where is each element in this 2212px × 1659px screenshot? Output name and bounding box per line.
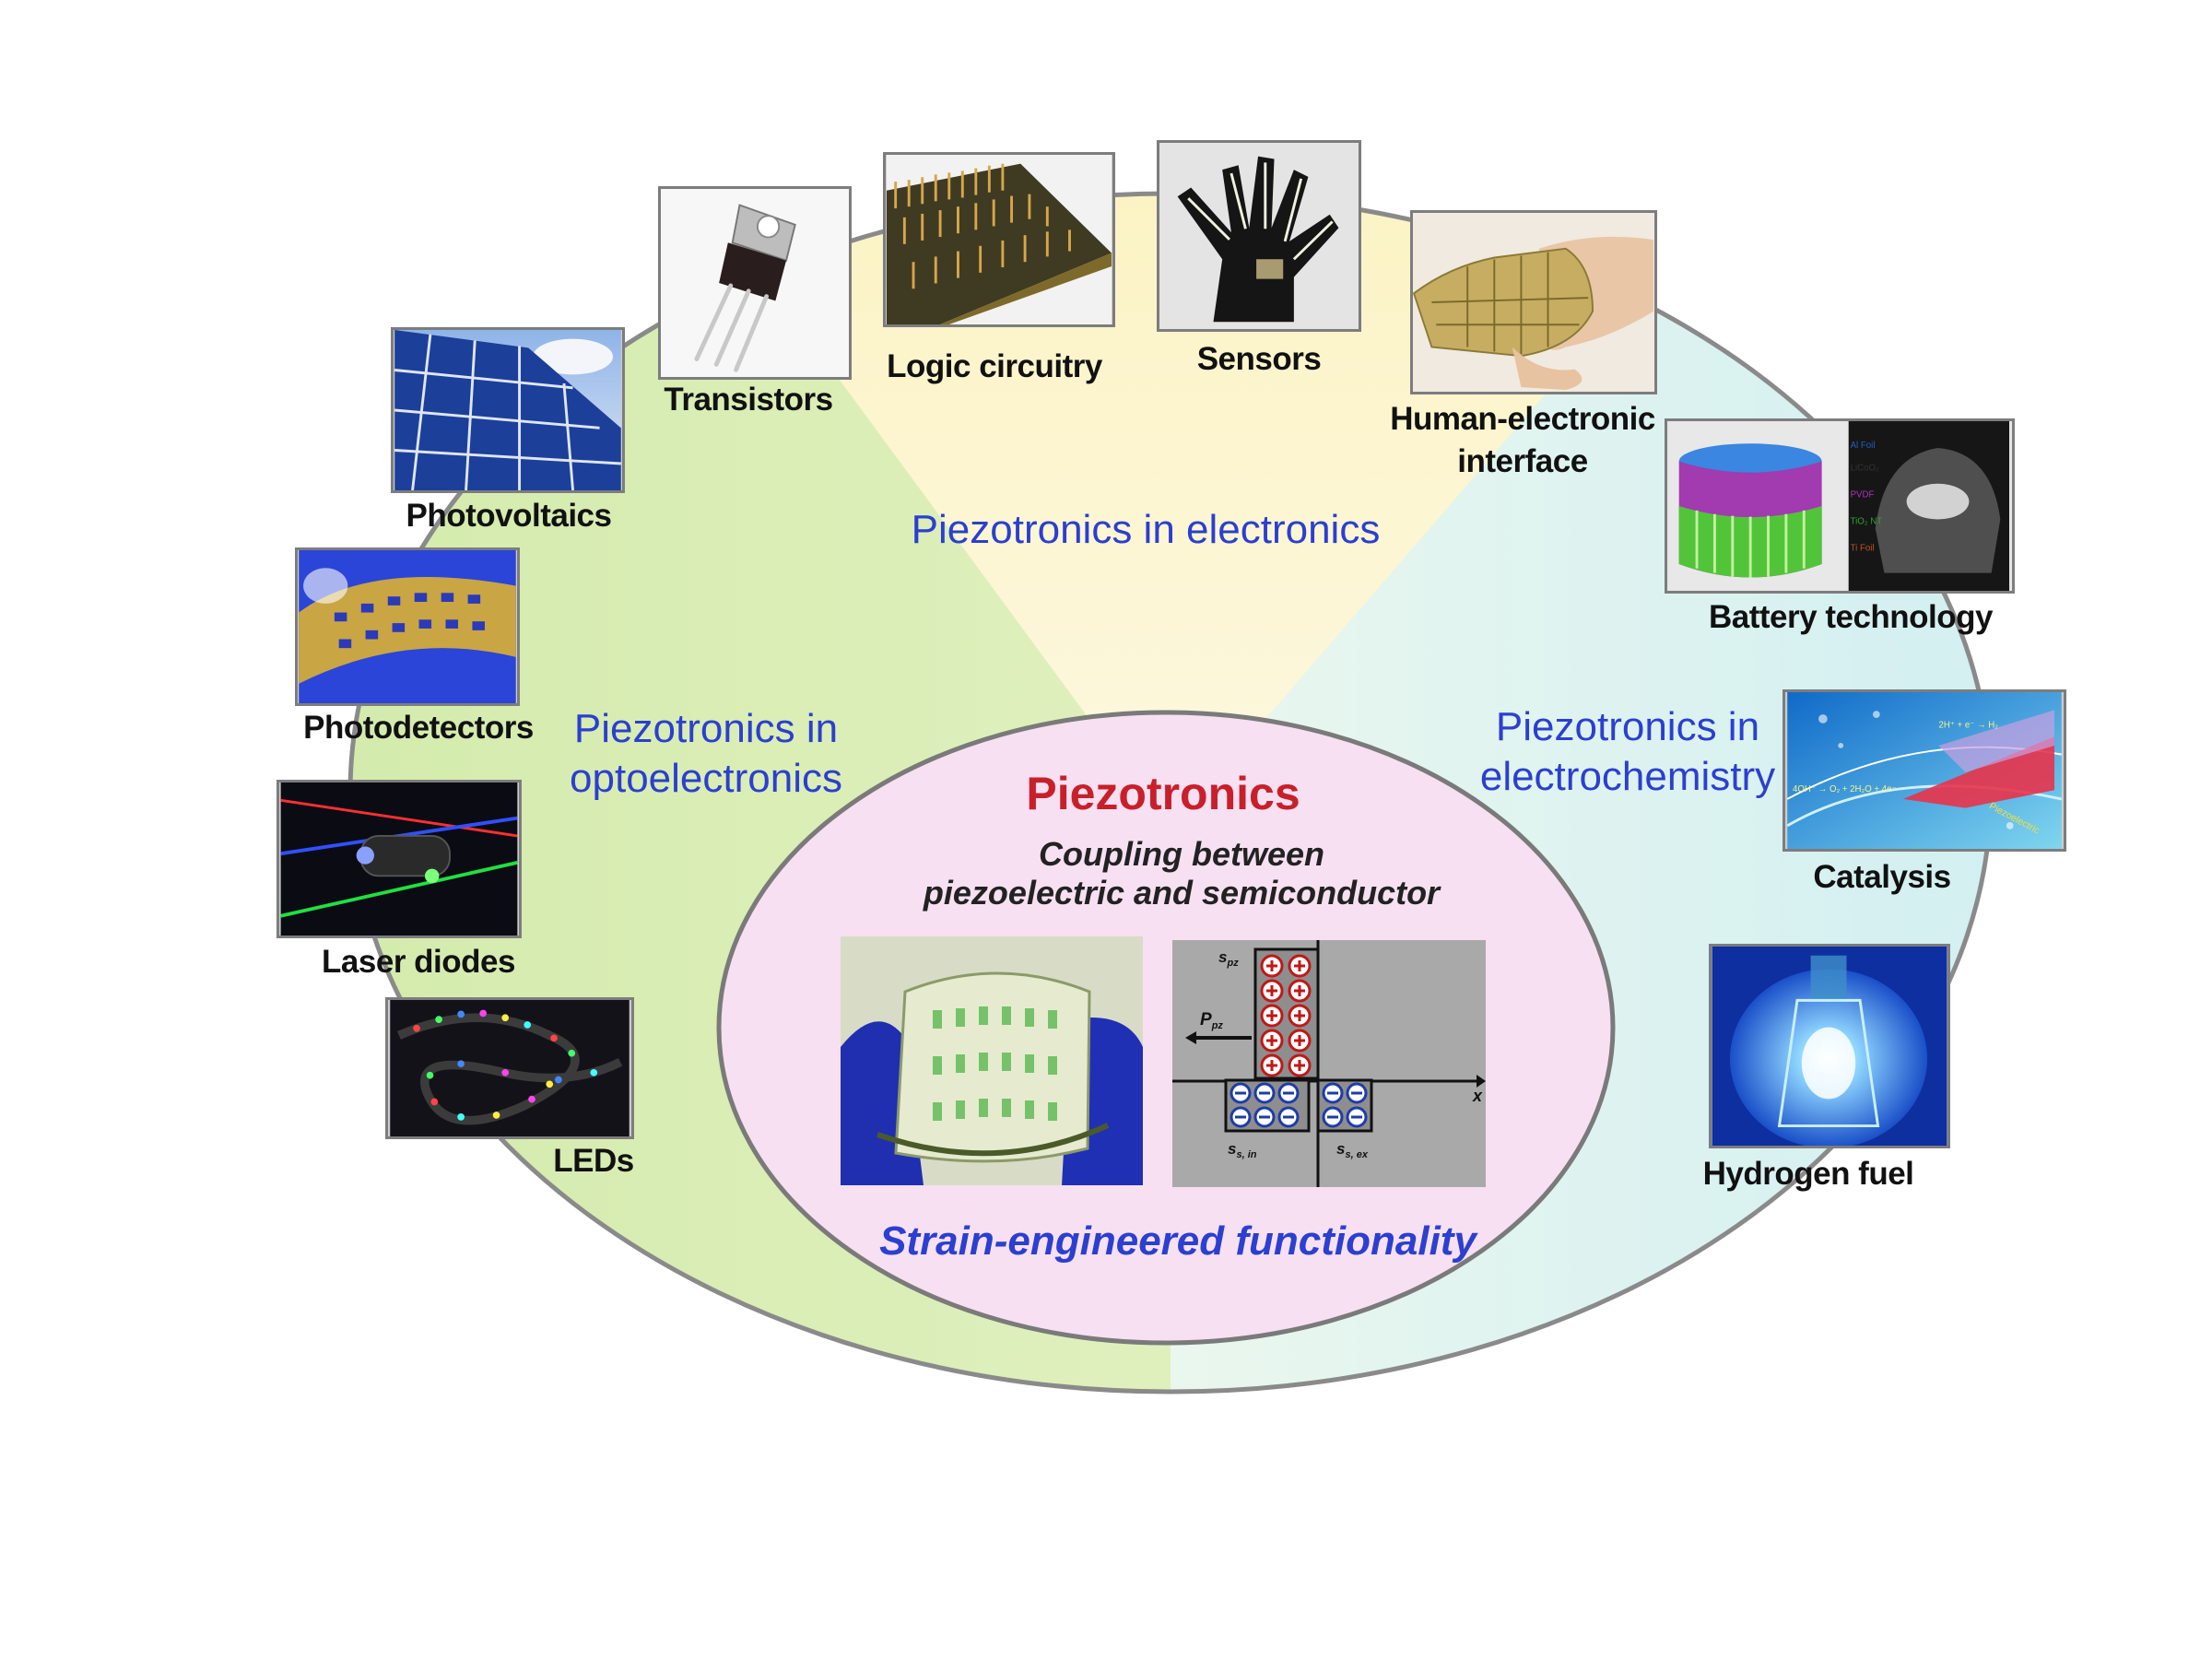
photodetectors-label: Photodetectors — [303, 710, 534, 746]
catalysis-image: 2H⁺ + e⁻ → H₂ 4OH⁻ → O₂ + 2H₂O + 4e⁻ Pie… — [1783, 689, 2066, 852]
svg-text:ss, in: ss, in — [1228, 1140, 1257, 1160]
svg-text:Ppz: Ppz — [1200, 1010, 1223, 1031]
core-subtitle: Coupling between piezoelectric and semic… — [924, 835, 1440, 912]
label-x-axis: x — [1472, 1087, 1483, 1105]
section-electronics-label: Piezotronics in electronics — [911, 507, 1381, 552]
battery-layer-3: TiO₂ NT — [1851, 516, 1883, 526]
hei-label-line1: Human-electronic — [1390, 401, 1655, 437]
section-optoelectronics-label: Piezotronics in optoelectronics — [570, 704, 842, 804]
label-s-ex-sub: s, ex — [1345, 1149, 1368, 1160]
catalysis-eq2: 4OH⁻ → O₂ + 2H₂O + 4e⁻ — [1793, 784, 1897, 794]
section-optoelectronics-line1: Piezotronics in — [573, 706, 839, 751]
section-electrochemistry-line2: electrochemistry — [1479, 754, 1776, 799]
battery-technology-image: Al Foil LiCoO₂ PVDF TiO₂ NT Ti Foil — [1665, 418, 2015, 594]
svg-text:spz: spz — [1218, 948, 1239, 969]
logic-circuitry-image — [883, 152, 1115, 327]
leds-label: LEDs — [553, 1143, 634, 1179]
label-p-pz: P — [1200, 1010, 1212, 1030]
core-subtitle-line1: Coupling between — [1039, 835, 1324, 873]
label-s-in: s — [1228, 1140, 1236, 1158]
flexible-device-image — [841, 936, 1143, 1185]
sensors-image — [1157, 140, 1361, 332]
battery-layer-2: PVDF — [1851, 489, 1875, 500]
laser-diodes-label: Laser diodes — [322, 944, 515, 980]
catalysis-label: Catalysis — [1813, 859, 1951, 895]
hydrogen-fuel-label: Hydrogen fuel — [1702, 1156, 1914, 1192]
label-s-pz-sub: pz — [1226, 958, 1239, 969]
human-electronic-interface-image — [1410, 210, 1657, 394]
transistors-image — [658, 186, 852, 380]
human-electronic-interface-label: Human-electronic interface — [1390, 398, 1655, 483]
section-optoelectronics-line2: optoelectronics — [570, 756, 842, 801]
charge-schematic: spz Ppz x ss, in ss, ex — [1172, 940, 1486, 1187]
sensors-label: Sensors — [1196, 341, 1322, 377]
battery-layer-0: Al Foil — [1851, 441, 1876, 451]
core-title: Piezotronics — [1026, 768, 1300, 819]
hei-label-line2: interface — [1457, 443, 1588, 479]
battery-technology-label: Battery technology — [1709, 599, 1994, 635]
logic-circuitry-label: Logic circuitry — [887, 348, 1102, 384]
svg-text:ss, ex: ss, ex — [1336, 1140, 1369, 1160]
section-electrochemistry-line1: Piezotronics in — [1495, 704, 1760, 749]
laser-diodes-image — [276, 780, 522, 938]
battery-layer-1: LiCoO₂ — [1851, 463, 1879, 473]
label-s-pz: s — [1218, 948, 1227, 966]
catalysis-eq1: 2H⁺ + e⁻ → H₂ — [1938, 721, 1998, 731]
positive-charges — [1260, 954, 1312, 1077]
label-p-pz-sub: pz — [1211, 1020, 1224, 1031]
photovoltaics-image — [391, 327, 625, 493]
section-electrochemistry-label: Piezotronics in electrochemistry — [1480, 702, 1775, 802]
battery-stack — [1678, 443, 1822, 578]
transistors-label: Transistors — [664, 382, 833, 418]
battery-layer-4: Ti Foil — [1851, 543, 1875, 553]
label-s-ex: s — [1336, 1140, 1345, 1158]
photodetectors-image — [295, 547, 520, 706]
photovoltaics-label: Photovoltaics — [406, 498, 612, 534]
core-footer: Strain-engineered functionality — [879, 1218, 1477, 1264]
leds-image — [385, 997, 634, 1139]
core-subtitle-line2: piezoelectric and semiconductor — [923, 874, 1441, 912]
label-s-in-sub: s, in — [1236, 1149, 1256, 1160]
hydrogen-fuel-image — [1709, 944, 1950, 1148]
